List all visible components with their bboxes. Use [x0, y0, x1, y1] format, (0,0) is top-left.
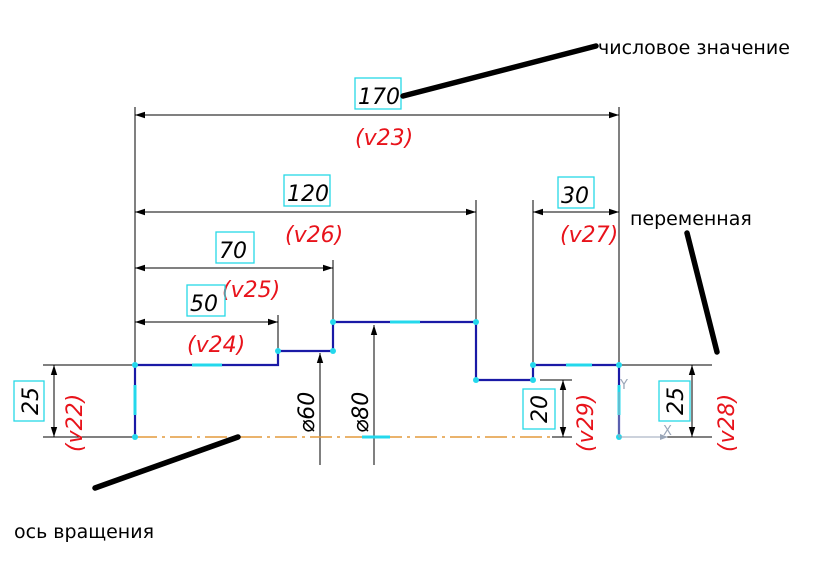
leader-rotation-axis [92, 434, 241, 491]
callout-numeric-value: числовое значение [598, 37, 790, 59]
dim-70[interactable]: 70 [215, 231, 255, 264]
dim-30[interactable]: 30 [557, 176, 595, 209]
dim-dia80[interactable]: ⌀80 [349, 392, 374, 433]
leader-numeric-value [400, 43, 599, 99]
dim-50[interactable]: 50 [186, 284, 226, 317]
axis-x-label: X [663, 424, 672, 439]
dim-20-value: 20 [528, 395, 553, 423]
dim-30-value: 30 [561, 184, 589, 209]
dim-50-variable: (v24) [187, 333, 245, 358]
dim-170-value: 170 [358, 85, 400, 110]
dim-120-variable: (v26) [285, 223, 343, 248]
dim-170[interactable]: 170 [354, 77, 402, 110]
dim-25-right[interactable]: 25 [658, 380, 691, 422]
dim-20-variable: (v29) [574, 394, 599, 452]
dim-25-left-value: 25 [19, 387, 44, 415]
dim-120[interactable]: 120 [283, 174, 331, 207]
dim-25-left[interactable]: 25 [13, 380, 45, 422]
dim-30-variable: (v27) [560, 223, 618, 248]
dim-70-variable: (v25) [222, 278, 280, 303]
leader-variable [684, 230, 720, 355]
dim-50-value: 50 [190, 292, 218, 317]
dim-170-variable: (v23) [355, 126, 413, 151]
extension-lines [43, 107, 712, 438]
coordinate-axes: X Y [618, 378, 672, 440]
dim-120-value: 120 [287, 182, 329, 207]
dim-25-right-variable: (v28) [715, 394, 740, 452]
callout-variable: переменная [630, 208, 752, 230]
callout-rotation-axis: ось вращения [14, 521, 154, 543]
dimension-lines [50, 111, 696, 465]
dim-70-value: 70 [219, 239, 247, 264]
axis-y-label: Y [619, 378, 628, 393]
dim-25-right-value: 25 [664, 387, 689, 415]
vertex-points [132, 319, 622, 440]
dim-dia60[interactable]: ⌀60 [295, 392, 320, 433]
dim-25-left-variable: (v22) [63, 394, 88, 452]
dim-20[interactable]: 20 [522, 388, 556, 430]
